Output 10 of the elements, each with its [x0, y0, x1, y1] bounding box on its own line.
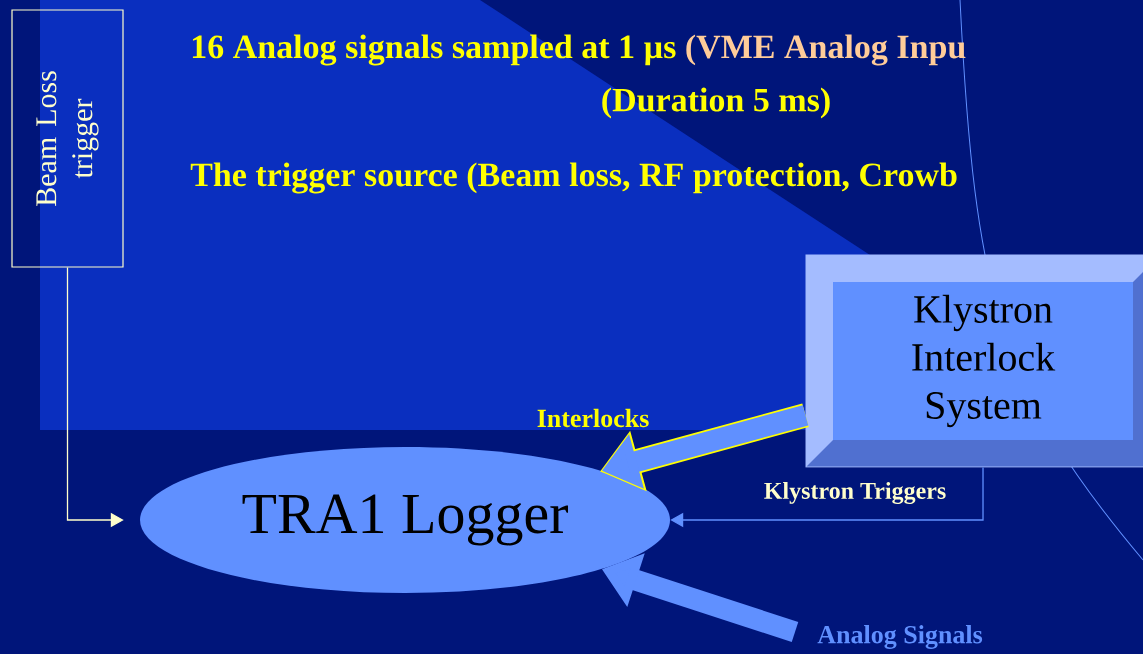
- edge-label: Klystron Triggers: [764, 482, 946, 504]
- heading-text: The trigger source (Beam loss, RF protection, Crowb: [190, 162, 957, 194]
- edge-label: Interlocks: [537, 408, 649, 428]
- trigger-box: Beam Loss trigger: [11, 9, 124, 268]
- interlock-system-box: Klystron Interlock System: [805, 254, 1143, 468]
- heading-text: (VME Analog Inpu: [686, 34, 966, 66]
- heading-text: 16 Analog signals sampled at 1 µs: [192, 34, 676, 66]
- arrow: [670, 466, 984, 528]
- heading-text: (Duration 5 ms): [602, 87, 830, 119]
- edge-label: Analog Signals: [817, 625, 983, 649]
